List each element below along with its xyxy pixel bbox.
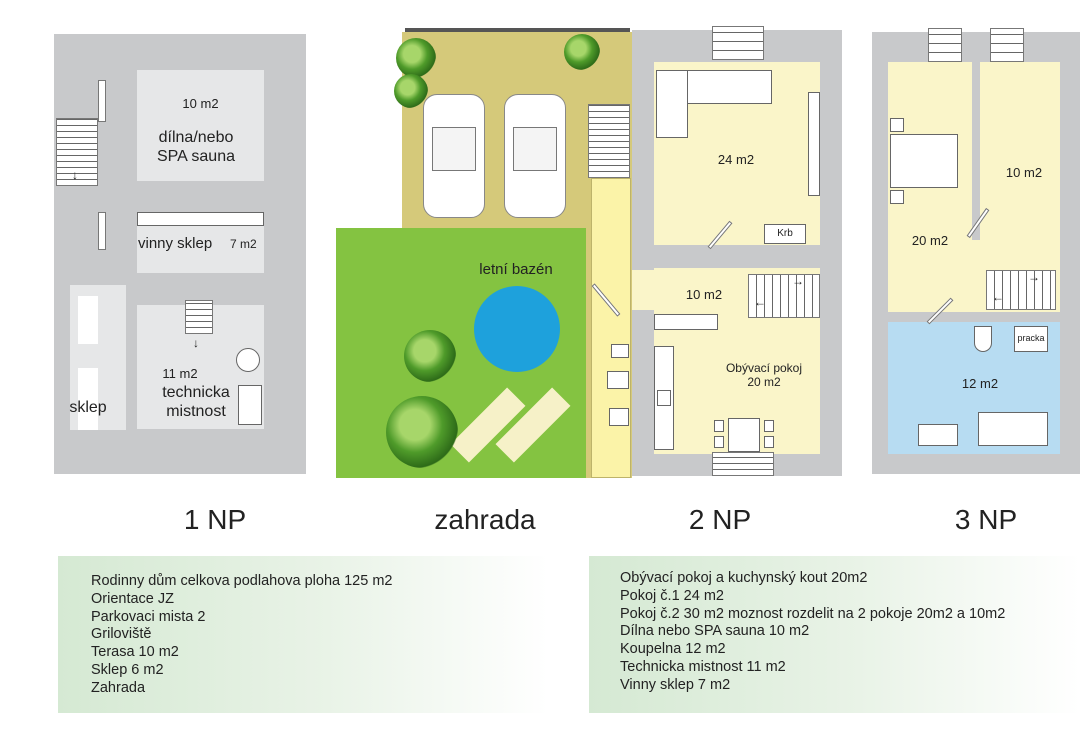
floor-title-2np: 2 NP (688, 504, 752, 535)
info-item: Pokoj č.2 30 m2 moznost rozdelit na 2 po… (620, 605, 1006, 622)
garden-bench (607, 371, 629, 389)
door (98, 212, 106, 250)
info-item: Pokoj č.1 24 m2 (620, 587, 724, 604)
staircase (185, 300, 213, 334)
pool-label: letní bazén (479, 261, 553, 278)
entrance-steps (712, 452, 774, 476)
stairs-arrow-icon: ↓ (193, 336, 199, 350)
room-24m2-area-label: 24 m2 (717, 152, 755, 167)
tree-icon (394, 74, 428, 108)
info-item: Orientace JZ (91, 590, 174, 607)
chair (764, 436, 774, 448)
garden-bench (611, 344, 629, 358)
window (928, 28, 962, 62)
staircase (588, 104, 630, 178)
tree-icon (386, 396, 458, 468)
technical-name-label: technicka (162, 384, 230, 401)
staircase (748, 274, 820, 318)
garden-bench (609, 408, 629, 426)
info-item: Technicka mistnost 11 m2 (620, 658, 786, 675)
info-item: Sklep 6 m2 (91, 661, 164, 678)
info-item: Zahrada (91, 679, 146, 696)
bed (890, 134, 958, 188)
room-workshop (137, 70, 264, 181)
staircase (56, 118, 98, 186)
room-10m2-area-label: 10 m2 (685, 287, 723, 302)
technical-area-label: 11 m2 (162, 366, 198, 381)
workshop-name-label: SPA sauna (157, 148, 235, 165)
parked-car (423, 94, 485, 218)
cellar-window (78, 296, 98, 344)
info-item: Obývací pokoj a kuchynský kout 20m2 (620, 570, 868, 586)
window (990, 28, 1024, 62)
info-item: Dílna nebo SPA sauna 10 m2 (620, 623, 810, 640)
wine-cellar-label: vinny sklep (138, 235, 213, 252)
path-strip (591, 178, 631, 478)
technical-unit (238, 385, 262, 425)
stairs-arrow-icon: ← (754, 295, 766, 309)
tree-icon (396, 38, 436, 78)
tree-icon (404, 330, 456, 382)
floor-title-garden: zahrada (434, 504, 536, 535)
room-20m2-area-label: 20 m2 (911, 233, 949, 248)
fence-line (405, 28, 630, 32)
info-list-left: Rodinny dům celkova podlahova ploha 125 … (91, 573, 392, 698)
info-box-left: Rodinny dům celkova podlahova ploha 125 … (58, 556, 548, 713)
workshop-area-label: 10 m2 (182, 96, 219, 111)
info-item: Griloviště (91, 626, 152, 643)
toilet-icon (974, 326, 992, 352)
info-item: Parkovaci mista 2 (91, 608, 206, 625)
floor-title-1np: 1 NP (183, 504, 247, 535)
fireplace-label: Krb (777, 228, 793, 239)
technical-name-label: mistnost (166, 403, 226, 420)
chair (714, 420, 724, 432)
wardrobe (808, 92, 820, 196)
info-item: Terasa 10 m2 (91, 644, 179, 661)
cellar-label: sklep (69, 399, 107, 416)
door (98, 80, 106, 122)
sink (657, 390, 671, 406)
wine-rack (137, 212, 264, 226)
room-10m2-area-label: 10 m2 (1005, 165, 1043, 180)
nightstand (890, 118, 904, 132)
info-item: Koupelna 12 m2 (620, 641, 726, 658)
living-room-label: Obývací pokoj (725, 361, 803, 375)
info-item: Rodinny dům celkova podlahova ploha 125 … (91, 573, 393, 589)
workshop-name-label: dílna/nebo (158, 129, 234, 146)
kitchen-counter (654, 314, 718, 330)
hallway (632, 270, 654, 310)
stairs-arrow-icon: → (792, 274, 804, 288)
tree-icon (564, 34, 600, 70)
staircase (986, 270, 1056, 310)
washbasin (918, 424, 958, 446)
nightstand (890, 190, 904, 204)
window (712, 26, 764, 60)
chair (764, 420, 774, 432)
boiler (236, 348, 260, 372)
info-list-right: Obývací pokoj a kuchynský kout 20m2 Poko… (620, 570, 1005, 695)
fireplace (764, 224, 806, 244)
bathtub (978, 412, 1048, 446)
stairs-arrow-icon: → (1028, 270, 1040, 284)
pool (474, 286, 560, 372)
cellar-window (78, 368, 98, 430)
living-room-area-label: 20 m2 (747, 375, 781, 389)
room-10m2 (980, 62, 1060, 240)
washing-machine (1014, 326, 1048, 352)
info-item: Vinny sklep 7 m2 (620, 676, 731, 693)
desk (656, 70, 688, 138)
wine-cellar-area-label: 7 m2 (230, 237, 257, 251)
info-box-right: Obývací pokoj a kuchynský kout 20m2 Poko… (589, 556, 1080, 713)
stairs-arrow-icon: ← (992, 290, 1004, 304)
dining-table (728, 418, 760, 452)
parked-car (504, 94, 566, 218)
floor-title-3np: 3 NP (954, 504, 1018, 535)
stairs-arrow-icon: ↓ (72, 168, 78, 182)
washer-label: pracka (1017, 333, 1045, 343)
chair (714, 436, 724, 448)
bathroom-area-label: 12 m2 (961, 376, 999, 391)
